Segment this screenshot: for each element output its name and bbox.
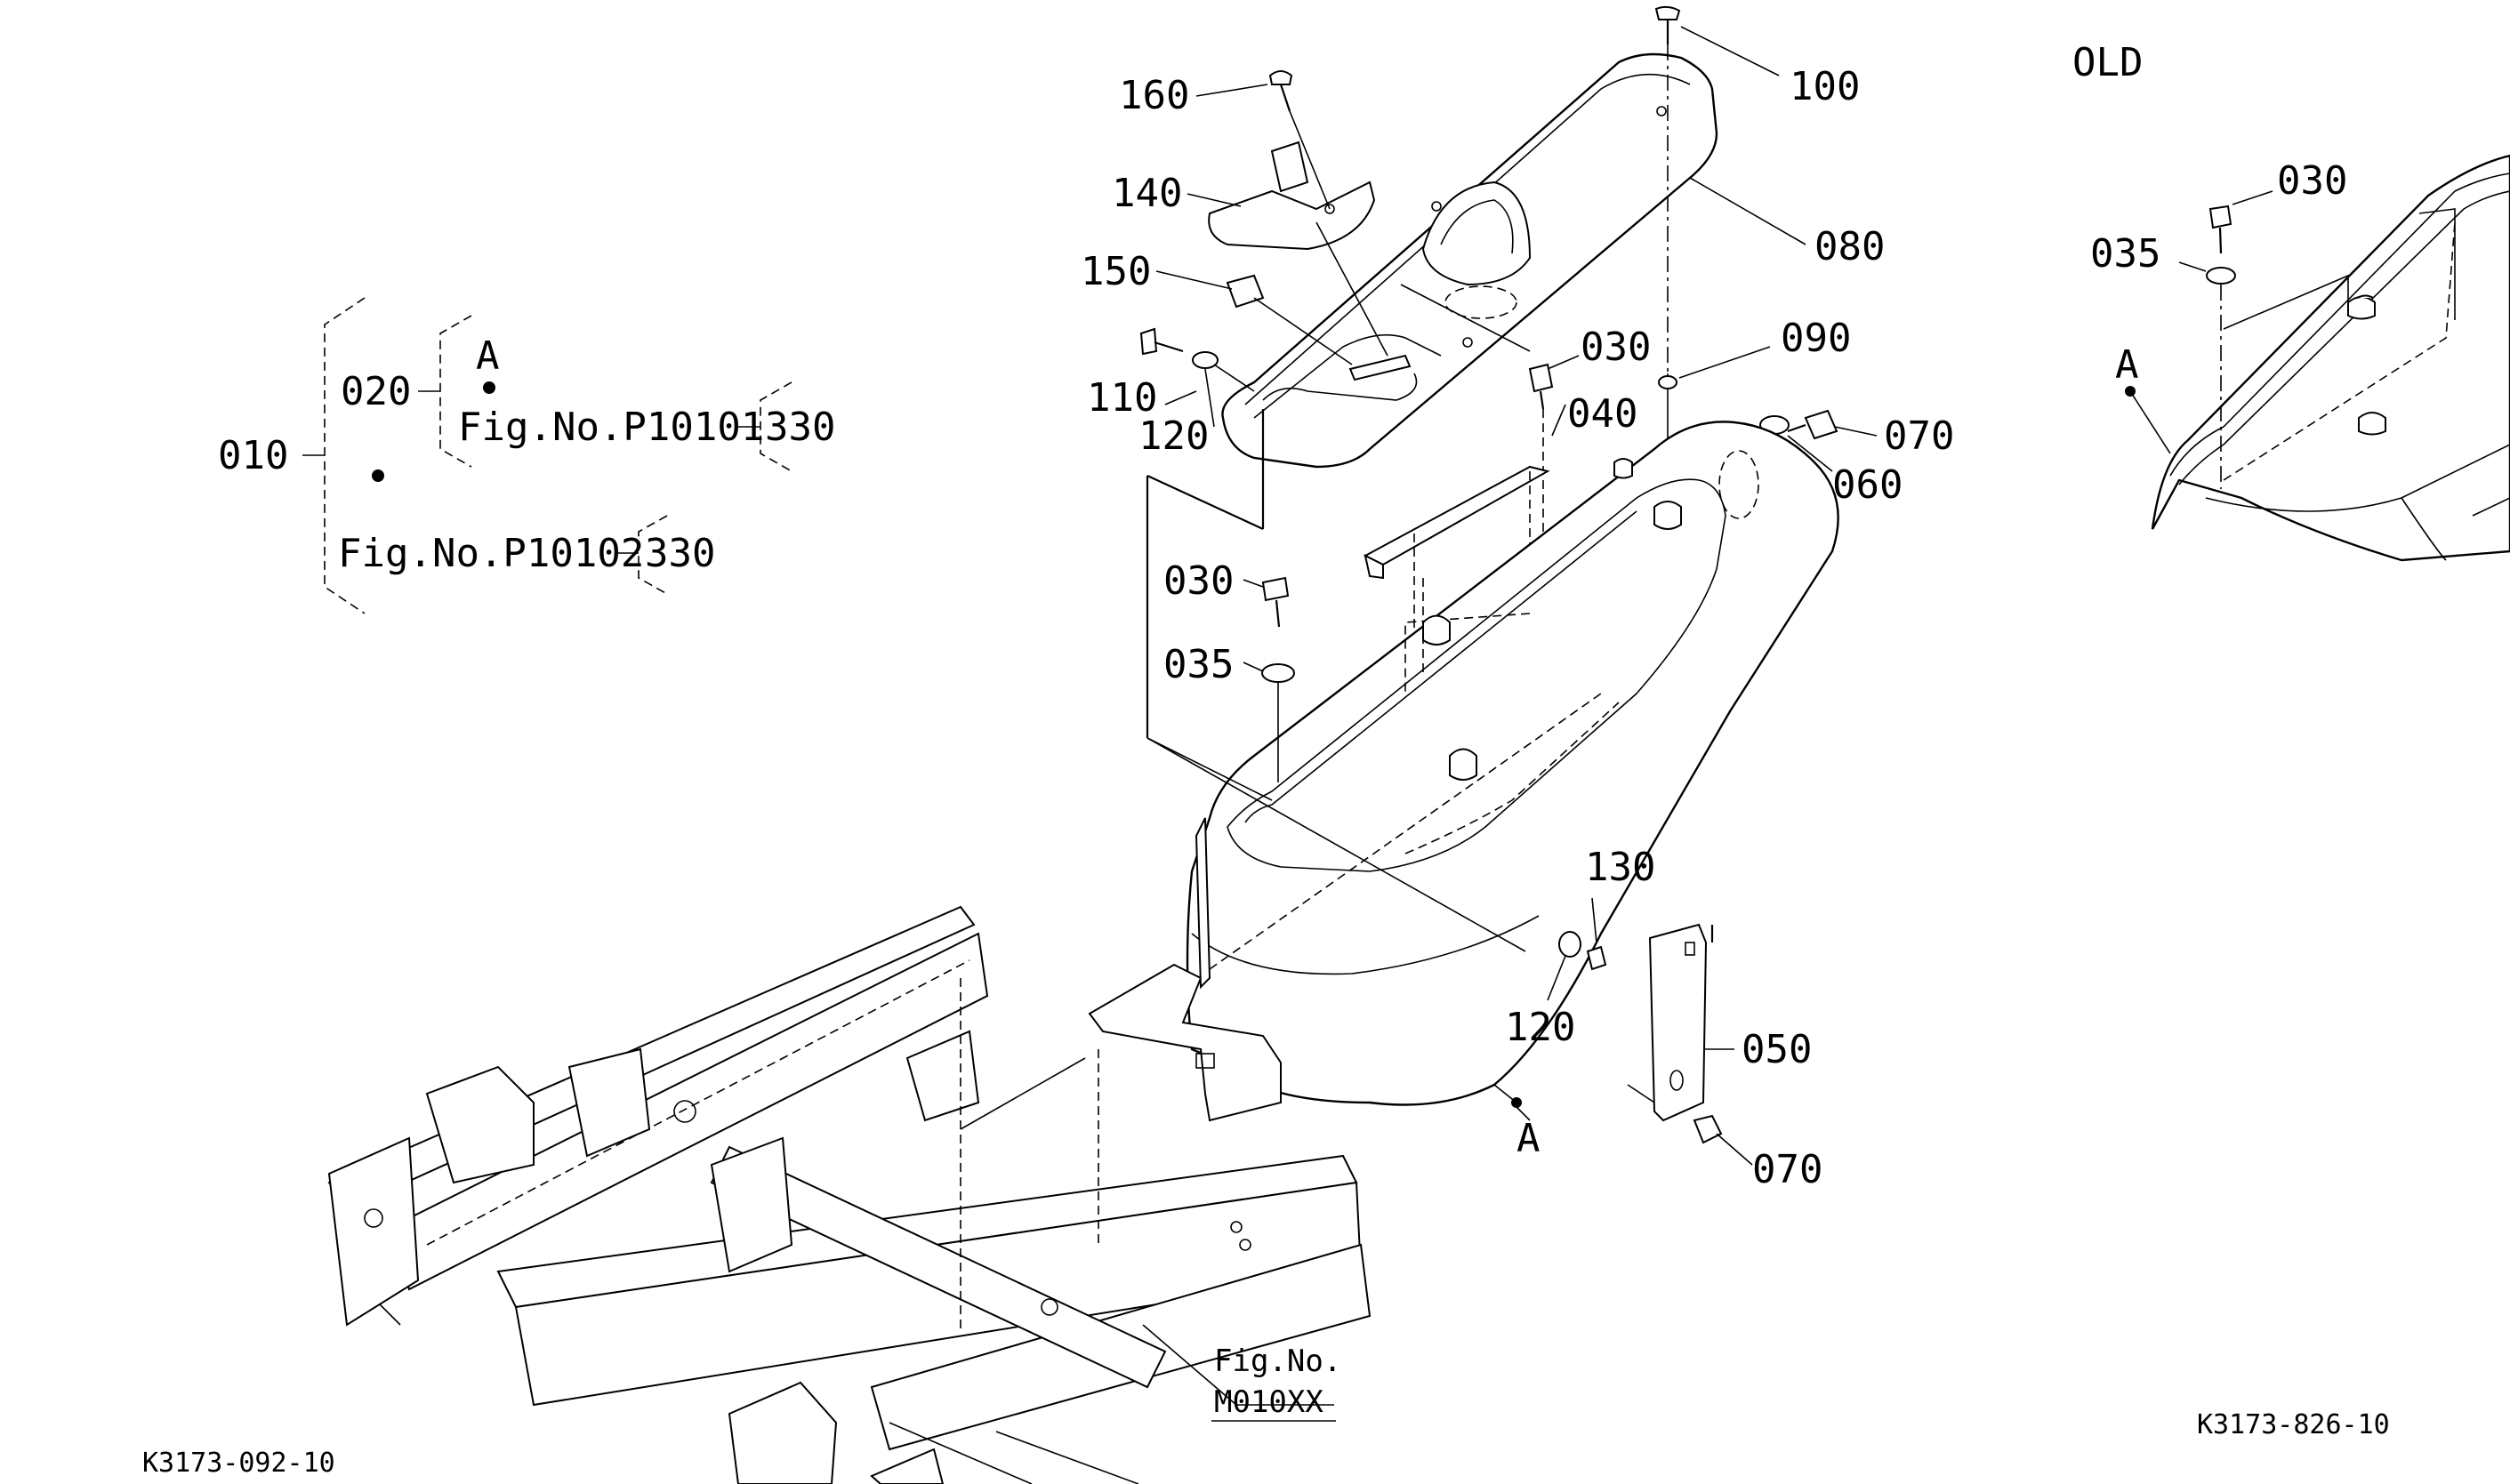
leader-lines (1155, 26, 1878, 1166)
top-cover-part (1221, 52, 1718, 469)
callout-030-top: 030 (1581, 325, 1651, 370)
callout-020: 020 (341, 369, 411, 414)
callout-330-a: 330 (765, 405, 835, 450)
small-parts (1208, 140, 1412, 381)
frame-part (327, 905, 1372, 1484)
footer-left-code: K3173-092-10 (142, 1448, 335, 1479)
callout-A: A (476, 333, 500, 379)
marker-dot (372, 469, 384, 482)
callout-060: 060 (1832, 462, 1903, 508)
washer-nut (1558, 931, 1607, 971)
old-callout-035: 035 (2090, 231, 2160, 277)
fig-ref-p10101: Fig.No.P10101 (458, 405, 764, 450)
fig-ref-p10102: Fig.No.P10102 (338, 531, 644, 576)
old-callout-030: 030 (2277, 158, 2347, 204)
callout-160: 160 (1119, 73, 1189, 118)
old-callout-A: A (2115, 342, 2139, 388)
callout-330-b: 330 (645, 531, 715, 576)
callout-030-mid: 030 (1163, 558, 1234, 604)
callout-050: 050 (1742, 1027, 1812, 1072)
callout-A-bottom: A (1516, 1116, 1541, 1161)
marker-dot (483, 381, 495, 394)
callout-035-mid: 035 (1163, 642, 1234, 687)
callout-090: 090 (1781, 316, 1851, 361)
assembly-tree: 010 020 A Fig.No.P10101 330 Fig.No.P1010… (218, 297, 835, 614)
callout-010: 010 (218, 433, 288, 478)
callout-070-top: 070 (1884, 413, 1954, 459)
callout-100: 100 (1790, 64, 1860, 109)
main-body-part (1088, 409, 1839, 1122)
callout-150: 150 (1081, 249, 1151, 294)
frame-fig-label: Fig.No. (1214, 1344, 1341, 1379)
callout-120-bottom: 120 (1505, 1005, 1575, 1050)
callout-080: 080 (1814, 224, 1885, 269)
footer-right-code: K3173-826-10 (2197, 1409, 2390, 1440)
frame-fig-ref: Fig.No. M010XX (1211, 1344, 1341, 1422)
bracket-050 (1627, 923, 1723, 1144)
bolt-washer-mid (1261, 576, 1295, 782)
callout-130: 130 (1585, 845, 1655, 890)
old-inset-title: OLD (2072, 40, 2143, 85)
callout-070-bottom: 070 (1752, 1147, 1822, 1192)
callout-140: 140 (1112, 171, 1182, 216)
frame-fig-number: M010XX (1214, 1384, 1323, 1420)
callout-120-top: 120 (1138, 413, 1209, 459)
old-inset: OLD 030 035 A (2072, 40, 2510, 562)
callouts: 160 100 140 080 150 030 090 110 120 040 … (1081, 64, 1954, 1192)
callout-040: 040 (1567, 391, 1637, 437)
callout-110: 110 (1087, 375, 1157, 421)
screws (1139, 5, 1838, 782)
